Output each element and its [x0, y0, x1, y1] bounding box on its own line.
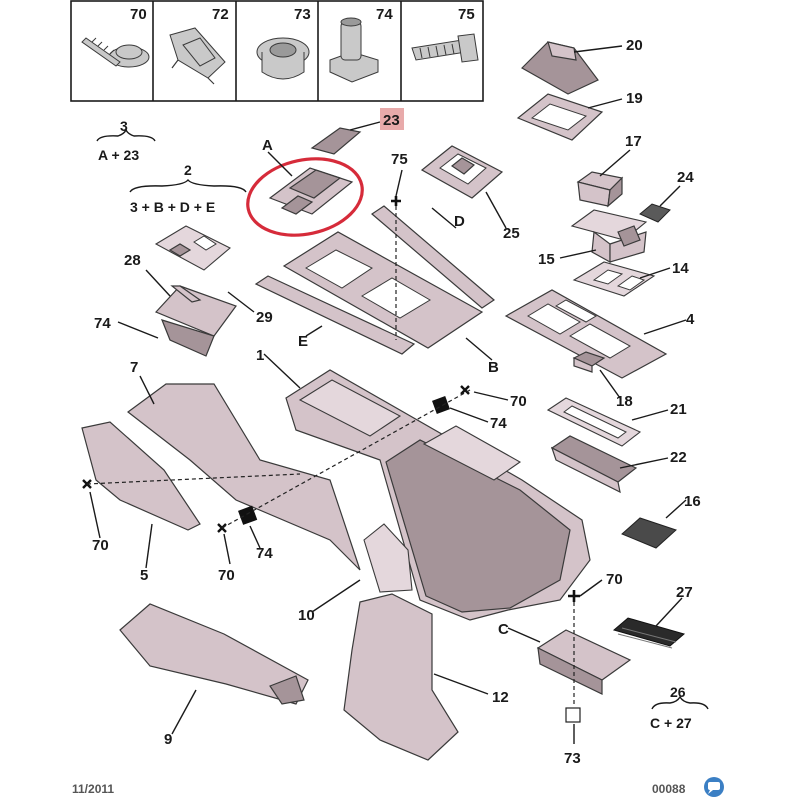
callout-16: 16 [684, 493, 701, 510]
header-part-74: 74 [376, 6, 393, 23]
part-29-bezel [154, 225, 231, 271]
callout-17: 17 [625, 133, 642, 150]
fastener-table: 70 72 73 74 75 [70, 0, 484, 102]
callout-24: 24 [677, 169, 694, 186]
callout-1: 1 [256, 347, 264, 364]
callout-a: A [262, 137, 273, 154]
header-part-75: 75 [458, 6, 475, 23]
callout-23-badge [380, 108, 404, 130]
part-23-switch [310, 127, 362, 155]
screw-icon [81, 37, 150, 68]
chat-bubble-icon[interactable] [704, 777, 724, 797]
leader-lines [89, 45, 687, 744]
callout-4: 4 [686, 311, 695, 328]
formula-2-brace [129, 178, 247, 193]
callout-75: 75 [391, 151, 408, 168]
callouts: 20 19 23 A 75 17 24 D 25 15 14 4 28 29 7… [92, 37, 701, 767]
formula-26-number: 26 [670, 684, 686, 700]
highlight-circle [246, 157, 364, 237]
part-e-trim-strip [254, 275, 416, 355]
part-22-tray [550, 435, 638, 494]
nut-icon [329, 17, 379, 83]
fastener-75-marker [391, 196, 401, 206]
footer-reference: 00088 [652, 782, 686, 796]
part-c-armrest-base [536, 629, 632, 695]
callout-12: 12 [492, 689, 509, 706]
part-16-mat [621, 517, 677, 549]
callout-29: 29 [256, 309, 273, 326]
callout-7: 7 [130, 359, 138, 376]
fastener-74-marker [238, 505, 258, 525]
formula-3: 3 A + 23 [96, 118, 156, 163]
formula-26-brace [651, 695, 709, 710]
fastener-70-marker [460, 385, 470, 395]
callout-74: 74 [94, 315, 111, 332]
part-d-side-rail [371, 205, 495, 309]
callout-20: 20 [626, 37, 643, 54]
part-a-switch-panel [268, 167, 354, 215]
callout-22: 22 [670, 449, 687, 466]
formula-3-number: 3 [120, 118, 128, 134]
header-part-70: 70 [130, 6, 147, 23]
part-20-gear-boot [521, 41, 599, 95]
callout-74: 74 [490, 415, 507, 432]
callout-b: B [488, 359, 499, 376]
fastener-73-marker [565, 707, 581, 723]
part-9-duct [119, 603, 309, 705]
part-28-bracket [154, 285, 237, 357]
callout-c: C [498, 621, 509, 638]
formula-3-expression: A + 23 [98, 147, 139, 163]
dashed-guides [86, 206, 575, 706]
part-14-surround [572, 261, 656, 297]
callout-5: 5 [140, 567, 148, 584]
formula-2-number: 2 [184, 162, 192, 178]
callout-70: 70 [92, 537, 109, 554]
grommet-icon [256, 37, 310, 80]
callout-28: 28 [124, 252, 141, 269]
header-part-72: 72 [212, 6, 229, 23]
part-1-console-body [285, 369, 591, 621]
fastener-74-marker [432, 396, 450, 414]
formula-2: 2 3 + B + D + E [129, 162, 247, 215]
callout-73: 73 [564, 750, 581, 767]
part-19-boot-frame [516, 93, 604, 141]
part-24-pad [639, 203, 671, 223]
callout-19: 19 [626, 90, 643, 107]
formula-26-expression: C + 27 [650, 715, 692, 731]
callout-23: 23 [383, 112, 400, 129]
clip-icon [169, 27, 226, 85]
callout-70: 70 [218, 567, 235, 584]
part-12-duct-base [343, 593, 459, 761]
part-10-bracket [363, 523, 413, 593]
callout-18: 18 [616, 393, 633, 410]
callout-70: 70 [510, 393, 527, 410]
formula-3-brace [96, 128, 156, 142]
callout-21: 21 [670, 401, 687, 418]
part-17-cup-holder [576, 171, 624, 208]
part-18-switch [572, 351, 606, 373]
part-5-front-panel [81, 421, 201, 531]
header-part-73: 73 [294, 6, 311, 23]
callout-10: 10 [298, 607, 315, 624]
footer-date: 11/2011 [72, 782, 114, 796]
callout-74: 74 [256, 545, 273, 562]
part-25-shift-panel [420, 145, 504, 199]
formula-26: 26 C + 27 [650, 684, 709, 731]
part-27-mat [612, 617, 686, 649]
part-15-storage-bin [570, 209, 648, 264]
formula-2-expression: 3 + B + D + E [130, 199, 215, 215]
fastener-70-marker [568, 590, 580, 602]
part-21-frame [546, 397, 642, 447]
callout-25: 25 [503, 225, 520, 242]
callout-9: 9 [164, 731, 172, 748]
callout-27: 27 [676, 584, 693, 601]
callout-14: 14 [672, 260, 689, 277]
bolt-icon [411, 33, 479, 63]
callout-70: 70 [606, 571, 623, 588]
callout-d: D [454, 213, 465, 230]
part-4-trim-panel [504, 289, 668, 379]
callout-e: E [298, 333, 308, 350]
callout-15: 15 [538, 251, 555, 268]
